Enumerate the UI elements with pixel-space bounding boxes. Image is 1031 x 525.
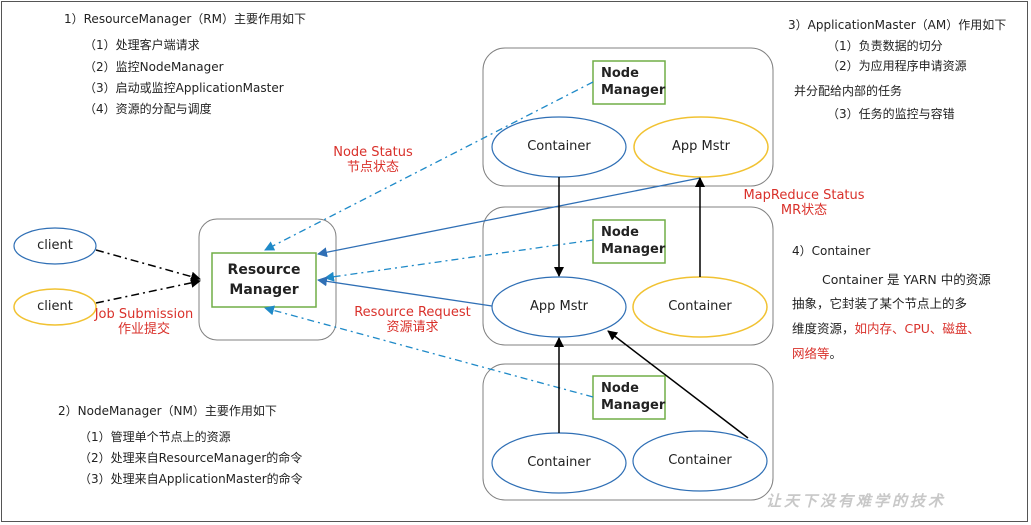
am-section-title: 3）ApplicationMaster（AM）作用如下 (788, 18, 1007, 32)
node-manager-label-3: Node Manager (601, 380, 665, 414)
container-desc-line1: Container 是 YARN 中的资源 (822, 272, 991, 287)
node-manager-1-line1: Node (601, 66, 639, 81)
rm-item-3: （3）启动或监控ApplicationMaster (84, 81, 284, 95)
resource-request-label-en: Resource Request (354, 305, 471, 320)
client-label-2: client (37, 299, 73, 314)
mapreduce-status-label-zh: MR状态 (780, 203, 828, 218)
node-manager-3-line2: Manager (601, 398, 666, 413)
am-item-2-cont: 并分配给内部的任务 (794, 84, 903, 98)
client2-submit-arrow (95, 277, 201, 304)
node3-container-right-ellipse (632, 430, 768, 492)
node3-container-left-label: Container (527, 455, 591, 470)
mapreduce-status-label-en: MapReduce Status (743, 188, 865, 203)
resource-manager-line1: Resource (227, 262, 301, 278)
container-desc-line3-red: 如内存、CPU、磁盘、 (854, 321, 980, 336)
node-manager-label-2: Node Manager (601, 224, 665, 258)
container-desc-line3: 维度资源，如内存、CPU、磁盘、 (792, 322, 980, 336)
node1-container-label: Container (527, 139, 591, 154)
client-ellipse-2 (13, 288, 97, 326)
container-desc-line4: 网络等。 (792, 347, 842, 361)
node-manager-label-1: Node Manager (601, 65, 665, 99)
resource-request-arrow (317, 276, 493, 307)
client1-submit-arrow (95, 249, 201, 282)
nm-section-title: 2）NodeManager（NM）主要作用如下 (58, 404, 277, 418)
resource-request-label-zh: 资源请求 (386, 320, 439, 335)
node-manager-1-line2: Manager (601, 83, 666, 98)
container-desc-line2: 抽象，它封装了某个节点上的多 (792, 296, 968, 311)
rm-item-2: （2）监控NodeManager (84, 60, 224, 74)
node3-container-right-label: Container (668, 453, 732, 468)
container-desc-line3-black: 维度资源， (792, 321, 855, 336)
mapreduce-status-arrow (317, 177, 701, 258)
node-status-label-zh: 节点状态 (346, 160, 399, 175)
am-item-1: （1）负责数据的切分 (827, 39, 943, 53)
client-ellipse-1 (13, 227, 97, 265)
container-section-title: 4）Container (792, 244, 871, 258)
node2-container-label: Container (668, 299, 732, 314)
rm-section-title: 1）ResourceManager（RM）主要作用如下 (64, 12, 306, 26)
nm3-status-arrow (264, 305, 594, 398)
resource-manager-label: Resource Manager (212, 260, 316, 300)
node1-appmstr-label: App Mstr (672, 139, 730, 154)
job-submission-label-zh: 作业提交 (117, 322, 170, 337)
rm-item-1: （1）处理客户端请求 (84, 38, 200, 52)
job-submission-label: Job Submission 作业提交 (88, 307, 200, 337)
am-item-2: （2）为应用程序申请资源 (827, 59, 967, 73)
node-manager-3-line1: Node (601, 381, 639, 396)
job-submission-label-en: Job Submission (94, 307, 194, 322)
mapreduce-status-label: MapReduce Status MR状态 (735, 188, 873, 218)
container-desc-line4-red: 网络等 (792, 346, 830, 361)
resource-manager-line2: Manager (229, 282, 299, 298)
watermark-text: 让天下没有难学的技术 (766, 492, 947, 510)
client-label-1: client (37, 238, 73, 253)
rm-item-4: （4）资源的分配与调度 (84, 102, 212, 116)
container-desc-line4-end: 。 (829, 346, 843, 361)
node3-right-to-appmstr-arrow (607, 330, 749, 439)
node2-appmstr-label: App Mstr (530, 299, 588, 314)
node-manager-box-3 (592, 375, 666, 420)
resource-request-label: Resource Request 资源请求 (345, 305, 480, 335)
node-manager-box-2 (592, 219, 666, 264)
nm2-status-arrow (324, 239, 594, 282)
node-manager-2-line2: Manager (601, 242, 666, 257)
nm-item-3: （3）处理来自ApplicationMaster的命令 (79, 472, 303, 486)
nm-item-2: （2）处理来自ResourceManager的命令 (79, 451, 303, 465)
nm-item-1: （1）管理单个节点上的资源 (79, 430, 231, 444)
am-item-3: （3）任务的监控与容错 (827, 107, 955, 121)
resource-manager-box (211, 252, 317, 308)
node-manager-2-line1: Node (601, 225, 639, 240)
node-status-label: Node Status 节点状态 (318, 145, 428, 175)
node-manager-box-1 (592, 60, 666, 105)
nm1-status-arrow (264, 81, 594, 251)
node-status-label-en: Node Status (333, 145, 413, 160)
